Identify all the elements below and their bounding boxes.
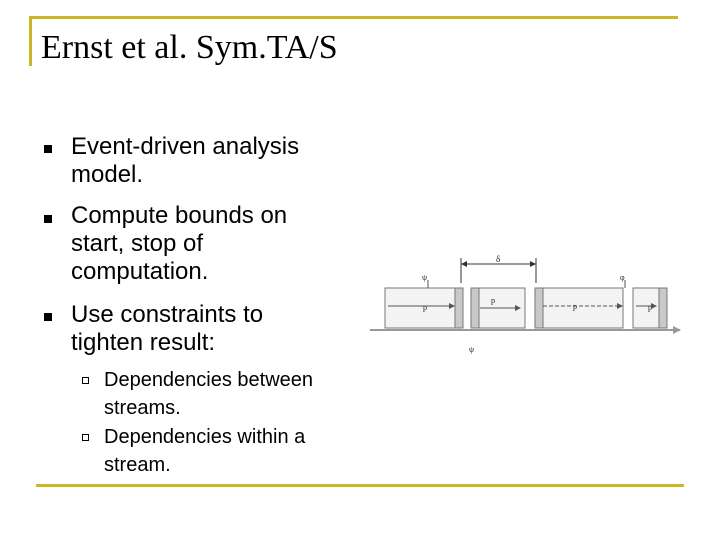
timeline-arrowhead	[673, 326, 681, 334]
flow-arrow-3	[617, 303, 623, 309]
flow-arrow-4	[651, 303, 657, 309]
bullet-marker	[44, 145, 52, 153]
task-label-p4: p	[648, 303, 652, 312]
flow-arrow-2	[515, 305, 521, 311]
task-block-p1-edge	[454, 287, 464, 329]
delta-arrow-right	[530, 261, 536, 267]
task-label-p2: p	[491, 296, 495, 305]
title-frame-left-rule	[29, 16, 32, 66]
bullet-text: Compute bounds on start, stop of computa…	[71, 202, 288, 285]
bullet-text: Use constraints to tighten result:	[71, 301, 264, 356]
task-label-p1: p	[423, 303, 427, 312]
sub-bullet-marker	[82, 377, 89, 384]
sub-bullet-marker	[82, 434, 89, 441]
sub-bullet-text: Dependencies between streams.	[104, 369, 314, 419]
task-block-p4-edge	[658, 287, 668, 329]
psi-top-label: ψ	[422, 273, 427, 282]
timing-diagram: δ ψ φ ψ p p p p	[370, 254, 681, 354]
bullet-marker	[44, 215, 52, 223]
bullet-text: Event-driven analysis model.	[71, 133, 300, 188]
phi-top-label: φ	[620, 273, 625, 282]
task-block-p3-edge	[534, 287, 544, 329]
delta-arrow-left	[461, 261, 467, 267]
delta-label: δ	[496, 254, 500, 264]
bullet-marker	[44, 313, 52, 321]
slide-title: Ernst et al. Sym.TA/S	[41, 29, 338, 66]
sub-bullet-text: Dependencies within a stream.	[104, 426, 306, 476]
task-block-p3	[534, 287, 624, 329]
flow-arrow-1	[449, 303, 455, 309]
psi-bottom-label: ψ	[469, 345, 474, 354]
task-block-p2-edge	[470, 287, 480, 329]
footer-rule	[36, 484, 684, 487]
title-frame-top-rule	[29, 16, 678, 19]
